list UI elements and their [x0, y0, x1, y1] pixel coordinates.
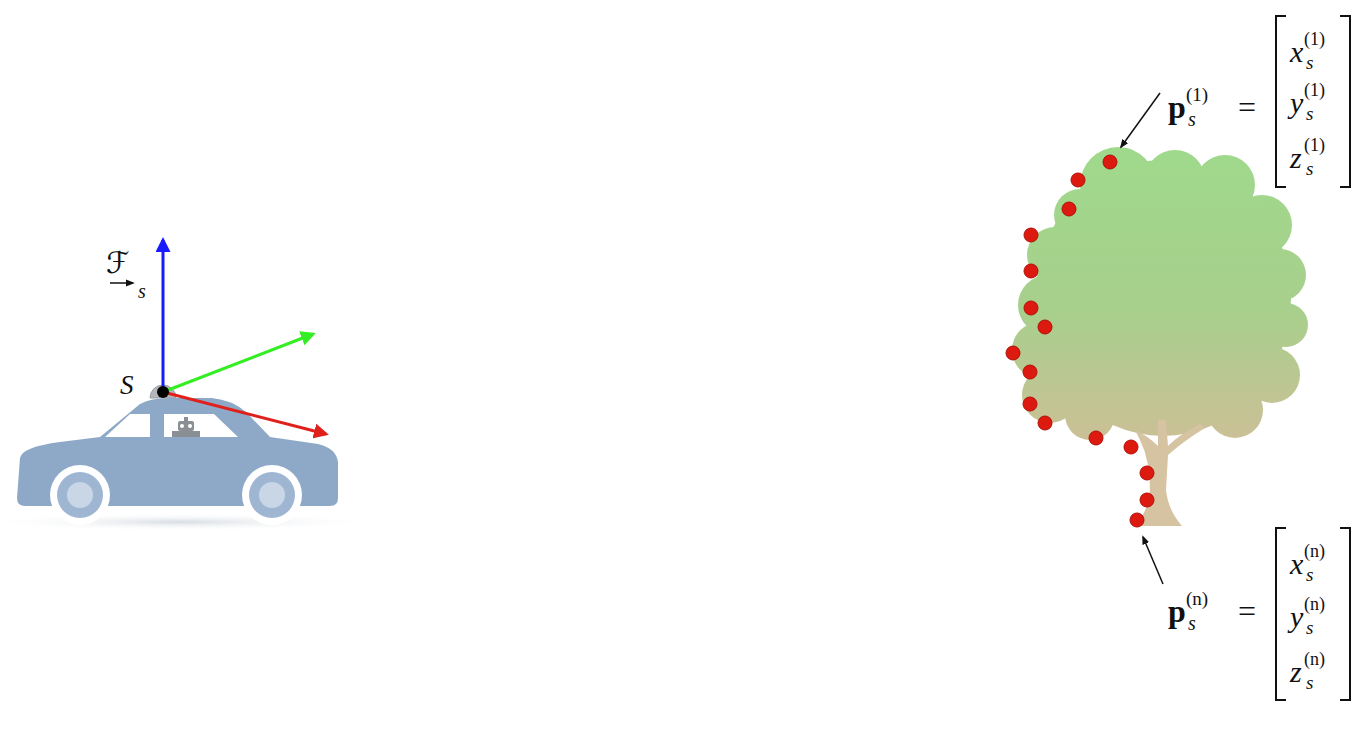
- vector-symbol: p: [1168, 595, 1186, 627]
- subscript: s: [1306, 159, 1313, 178]
- superscript: (1): [1304, 136, 1325, 154]
- coordinate-symbol: x: [1290, 37, 1303, 67]
- subscript: s: [1306, 53, 1313, 72]
- superscript: (n): [1304, 595, 1325, 613]
- coordinate-symbol: y: [1290, 88, 1303, 118]
- equals-sign: =: [1238, 91, 1256, 123]
- superscript: (n): [1304, 542, 1325, 560]
- coordinate-symbol: y: [1290, 602, 1303, 632]
- matrix-brackets: [1276, 16, 1350, 700]
- subscript: s: [1306, 565, 1313, 584]
- superscript: (1): [1186, 85, 1208, 104]
- vector-symbol: p: [1168, 91, 1186, 123]
- subscript: s: [1306, 618, 1313, 637]
- subscript: s: [1188, 613, 1196, 633]
- frame-symbol: ℱ: [106, 248, 130, 278]
- superscript: (1): [1304, 30, 1325, 48]
- coordinate-symbol: x: [1290, 549, 1303, 579]
- tree: [1012, 147, 1308, 526]
- car: [0, 385, 380, 531]
- frame-axes: [110, 240, 326, 434]
- superscript: (n): [1304, 650, 1325, 668]
- subscript: s: [1306, 673, 1313, 692]
- superscript: (1): [1304, 81, 1325, 99]
- superscript: (n): [1186, 589, 1208, 608]
- subscript: s: [1188, 109, 1196, 129]
- subscript: s: [1306, 104, 1313, 123]
- point-label: S: [120, 372, 134, 399]
- leader-lines: [1121, 93, 1163, 584]
- equals-sign: =: [1238, 595, 1256, 627]
- coordinate-symbol: z: [1290, 657, 1302, 687]
- point-cloud: [1006, 155, 1154, 527]
- coordinate-symbol: z: [1290, 143, 1302, 173]
- subscript: s: [138, 281, 146, 301]
